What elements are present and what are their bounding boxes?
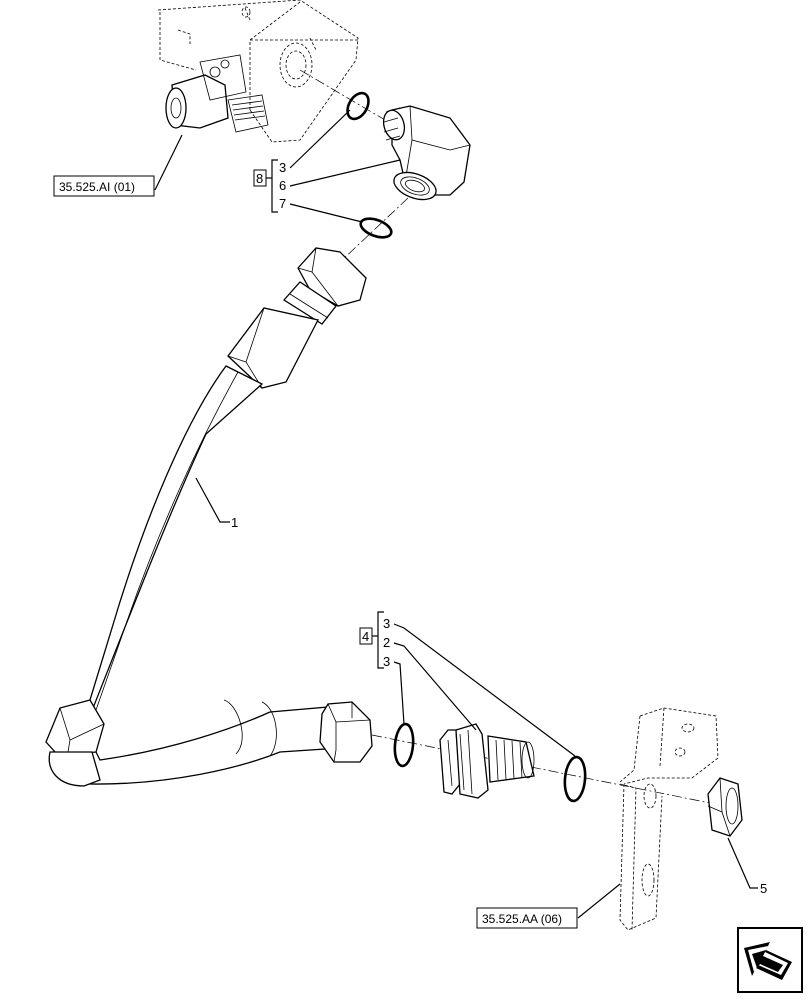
nut-callout: 5 [727, 837, 767, 896]
kit-4-item-3: 3 [383, 654, 390, 669]
kit-4-callout: 4 3 2 3 [359, 611, 576, 757]
hose-item-number: 1 [231, 515, 238, 530]
return-arrow-icon[interactable] [737, 927, 803, 993]
centerline-upper [299, 69, 393, 125]
valve-block-ref-label: 35.525.AI (01) [59, 180, 135, 194]
kit-4-item-1: 3 [383, 616, 390, 631]
bulkhead-union [439, 723, 535, 799]
elbow-fitting [382, 105, 471, 201]
centerline-lower [371, 734, 721, 806]
kit-4-id: 4 [362, 629, 369, 644]
bracket-reference: 35.525.AA (06) [476, 883, 621, 929]
kit-8-callout: 8 3 6 7 [253, 109, 401, 223]
o-ring-7 [359, 217, 393, 239]
nut-item-number: 5 [760, 881, 767, 896]
hose-callout: 1 [195, 477, 238, 530]
o-ring-upper [346, 91, 370, 121]
hose-assembly [45, 247, 373, 787]
kit-8-item-3: 7 [279, 196, 286, 211]
mounting-bracket [619, 707, 719, 931]
kit-8-item-1: 3 [279, 160, 286, 175]
centerline-mid [339, 197, 409, 263]
kit-8-item-2: 6 [279, 178, 286, 193]
o-ring-lower-left [393, 722, 415, 768]
lock-nut [707, 777, 743, 837]
bracket-ref-label: 35.525.AA (06) [482, 912, 562, 926]
kit-4-item-2: 2 [383, 635, 390, 650]
kit-8-id: 8 [256, 171, 263, 186]
valve-block [157, 0, 359, 143]
o-ring-lower-right [563, 755, 587, 803]
valve-block-reference: 35.525.AI (01) [53, 134, 183, 197]
